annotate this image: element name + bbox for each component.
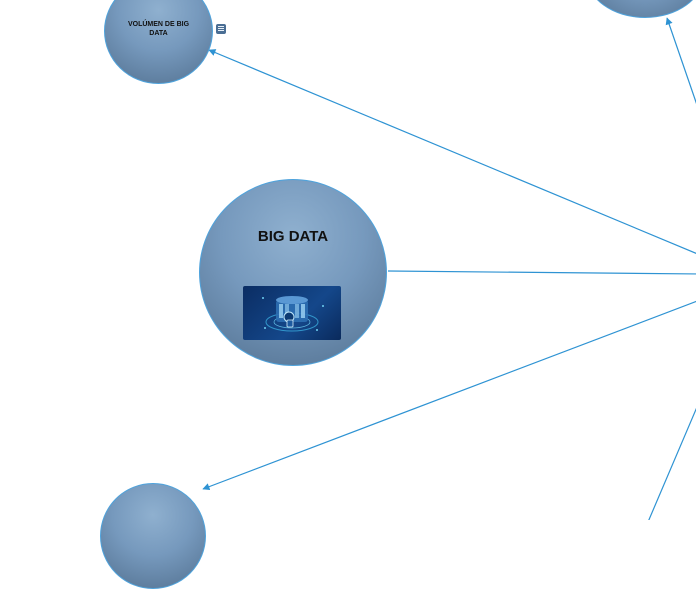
- connector-to-central[interactable]: [387, 270, 696, 275]
- node-volumen-de-big-data[interactable]: VOLÚMEN DE BIG DATA: [104, 0, 213, 84]
- data-center-illustration-icon: [262, 296, 324, 332]
- connector-bottom-right[interactable]: [648, 400, 696, 520]
- node-volumen-label: VOLÚMEN DE BIG DATA: [127, 21, 190, 37]
- node-bottom-left[interactable]: [100, 483, 206, 589]
- connector-layer: [202, 17, 696, 520]
- connector-to-volumen[interactable]: [208, 49, 696, 255]
- data-center-illustration-image: [243, 286, 341, 340]
- connector-to-bottom[interactable]: [202, 300, 696, 491]
- node-central-label: BIG DATA: [257, 228, 329, 245]
- notes-icon[interactable]: [216, 24, 226, 34]
- connector-to-top-right[interactable]: [665, 17, 696, 105]
- node-central-big-data[interactable]: BIG DATA: [199, 179, 387, 366]
